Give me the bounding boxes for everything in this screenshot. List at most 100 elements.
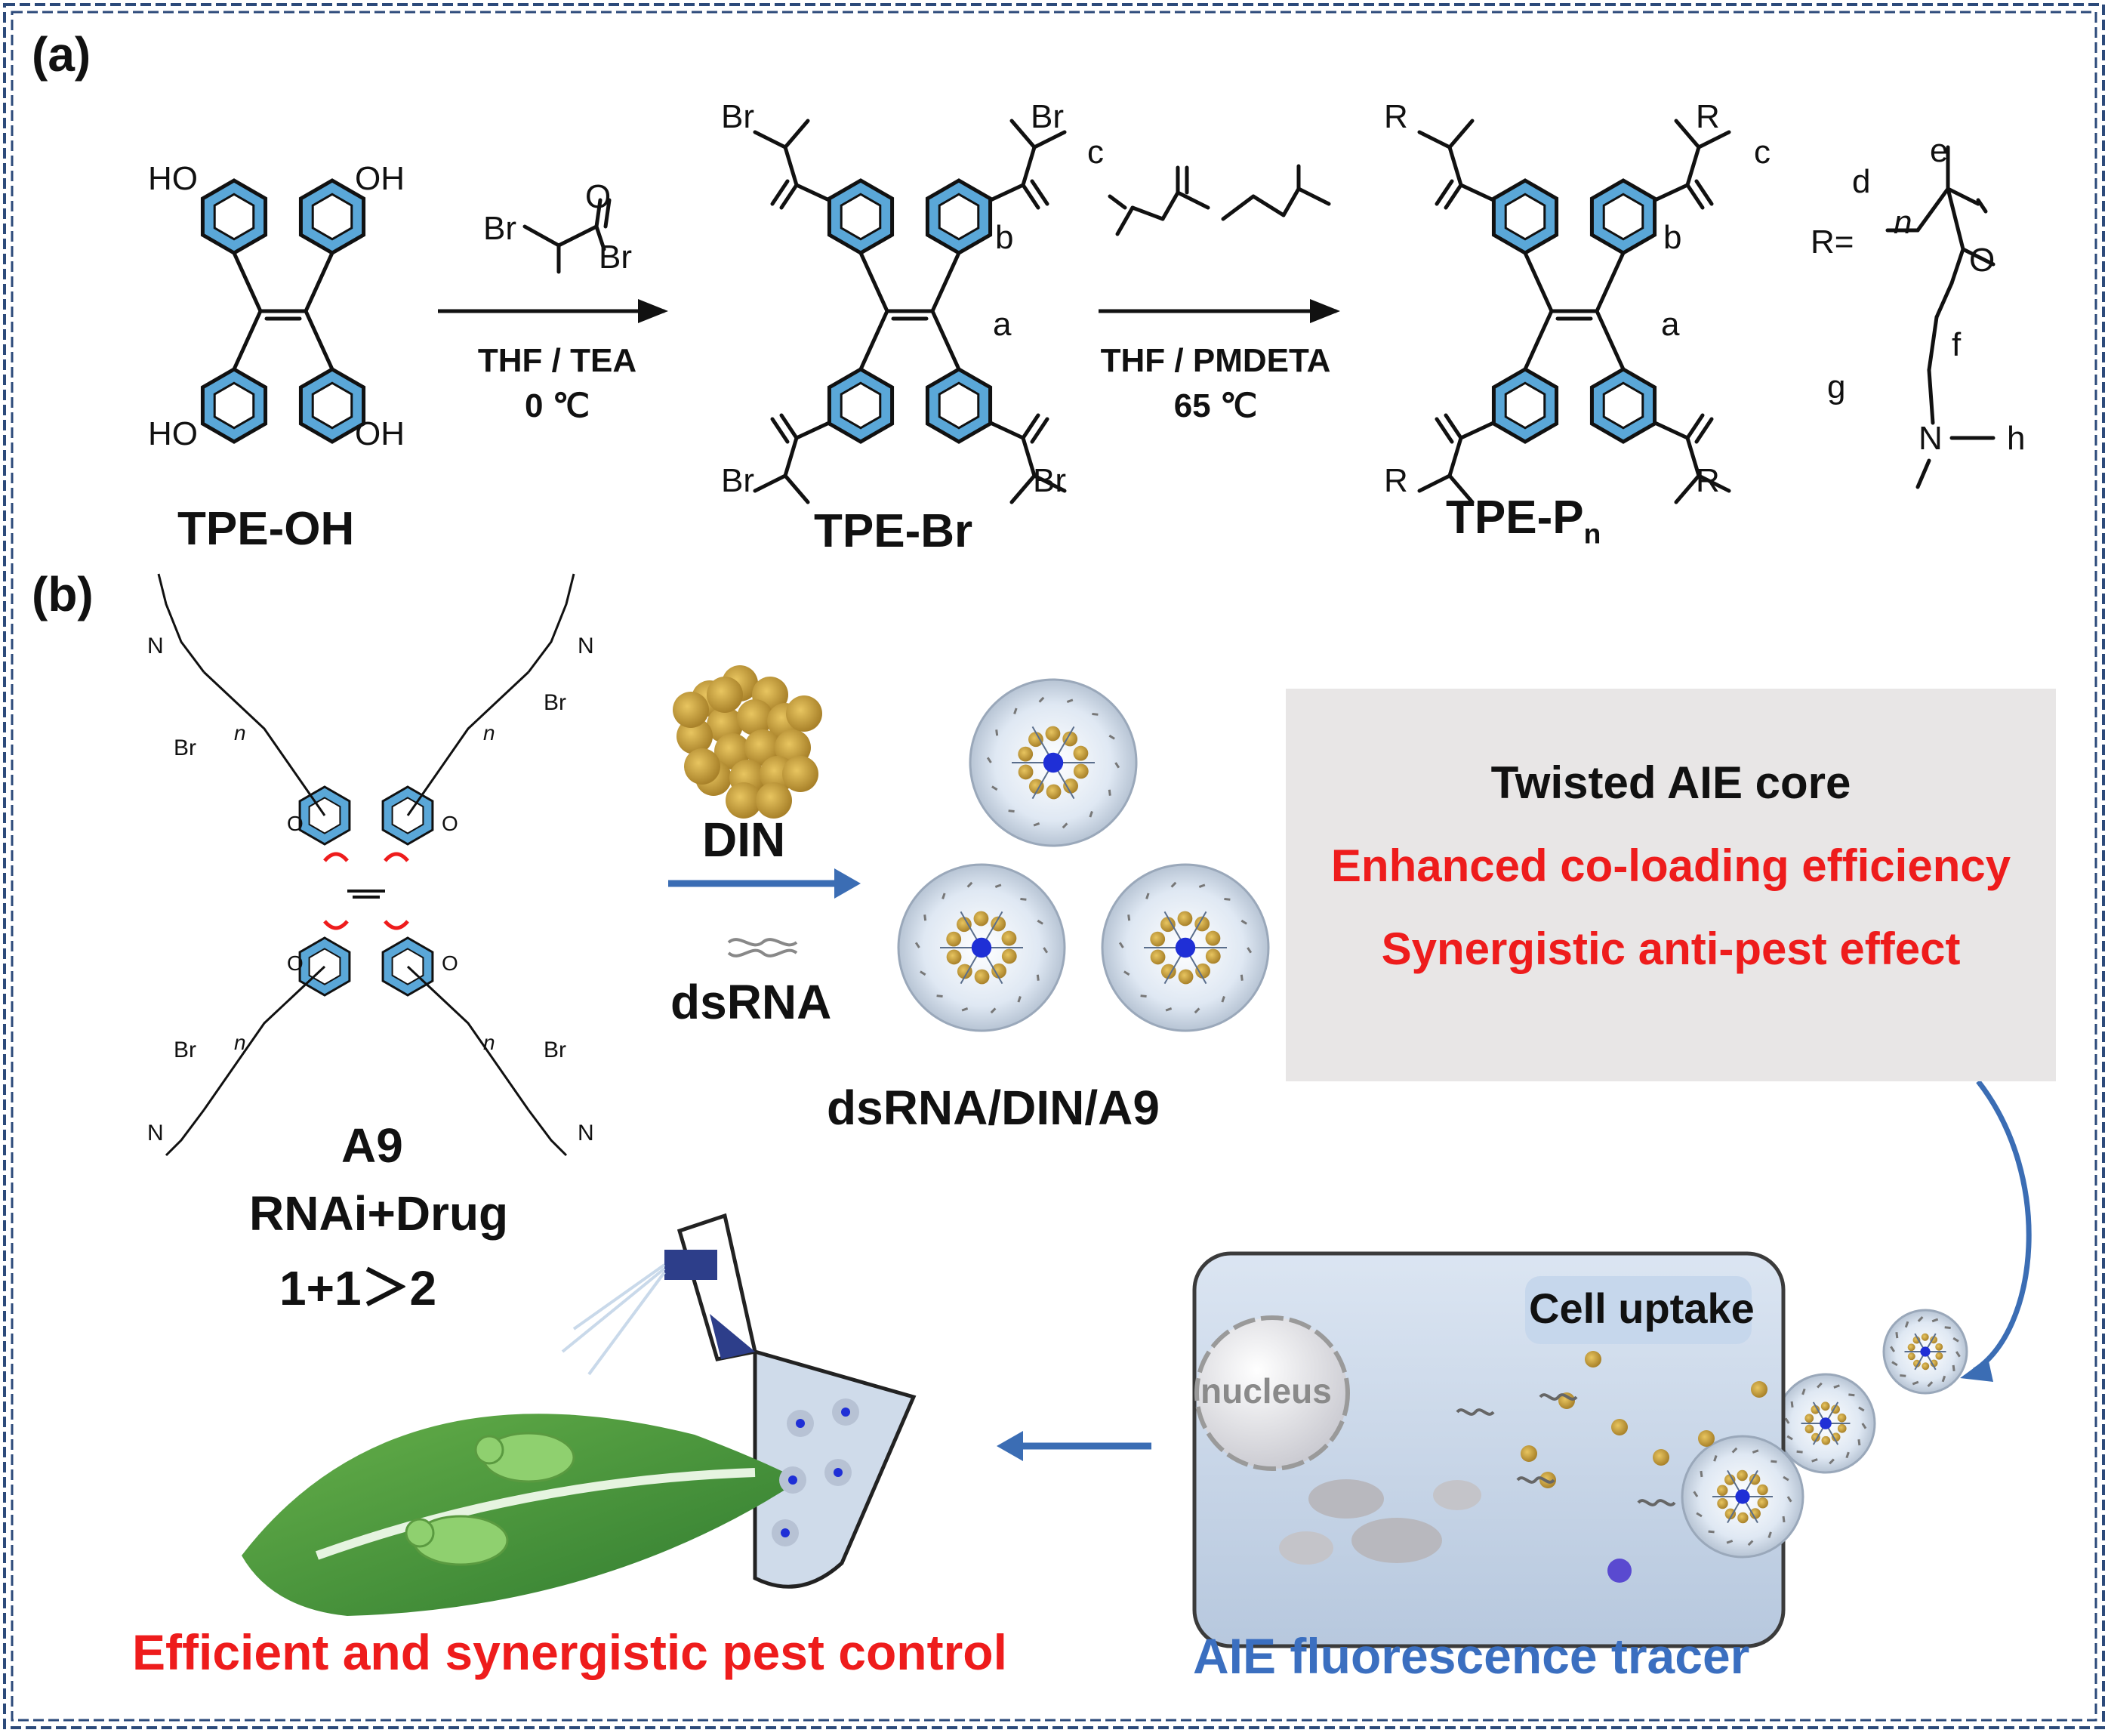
- bond: [1685, 183, 1705, 210]
- side-chain: [157, 573, 205, 673]
- r-definition: R=: [1811, 224, 1854, 261]
- r-def-d: d: [1852, 163, 1871, 200]
- bond: [1221, 194, 1256, 221]
- bond: [1949, 247, 1965, 285]
- dsrna-fragment: [1539, 1393, 1578, 1401]
- position-b: b: [1663, 219, 1682, 256]
- r-def-h: h: [2007, 420, 2026, 457]
- drug-particle: [1653, 1449, 1669, 1466]
- position-c: c: [1087, 134, 1104, 171]
- caption-pest-control: Efficient and synergistic pest control: [132, 1624, 1007, 1680]
- feature-box: Twisted AIE core Enhanced co-loading eff…: [1286, 689, 2056, 1081]
- side-chain: [165, 1109, 205, 1157]
- polymer-arm: [406, 965, 530, 1111]
- reagent1-br2: Br: [599, 239, 632, 276]
- bond: [1653, 183, 1690, 202]
- benzene-ring: [200, 367, 268, 444]
- bond: [304, 251, 334, 313]
- benzene-ring: [1491, 367, 1559, 444]
- bond: [1108, 194, 1127, 210]
- bond: [1927, 315, 1939, 372]
- bond: [556, 224, 599, 248]
- bond: [988, 421, 1025, 440]
- bond: [794, 421, 831, 440]
- bond: [594, 198, 603, 229]
- drug-particle: [1558, 1392, 1575, 1409]
- rotation-arrow: [384, 852, 409, 862]
- bond: [1417, 130, 1452, 150]
- r-def-g: g: [1827, 368, 1846, 405]
- dsrna-icon: [727, 938, 798, 957]
- bond: [1459, 421, 1496, 440]
- bond: [1915, 187, 1950, 233]
- bond: [1130, 205, 1165, 221]
- bond: [1444, 413, 1463, 440]
- a9-br: Br: [174, 735, 196, 760]
- uptake-curve-arrow-head: [1960, 1358, 1993, 1382]
- bond: [779, 413, 799, 440]
- rotation-arrow: [384, 920, 409, 930]
- a9-synergy: 1+1＞2: [279, 1261, 437, 1315]
- position-b: b: [995, 219, 1014, 256]
- position-a: a: [1661, 306, 1680, 343]
- oh-label: HO: [148, 160, 198, 197]
- r-label: R: [1384, 462, 1408, 499]
- reagent1-o: O: [585, 178, 612, 215]
- nanoparticle: [969, 678, 1138, 847]
- side-chain: [527, 1109, 568, 1157]
- r-def-o: O: [1969, 242, 1996, 279]
- nanoparticle: [1101, 863, 1270, 1032]
- a9-o: O: [287, 951, 304, 975]
- spray-mist: [561, 1263, 666, 1376]
- bond: [1685, 145, 1701, 187]
- r-label: R: [1696, 98, 1720, 135]
- a9-n-index: n: [234, 721, 246, 745]
- bond: [1927, 368, 1935, 425]
- compound-tpe-br: TPE-Br: [814, 505, 973, 557]
- a9-br: Br: [174, 1038, 196, 1062]
- benzene-ring: [200, 178, 268, 255]
- bond: [858, 309, 889, 372]
- benzene-ring: [827, 178, 895, 255]
- rotation-arrow: [323, 852, 349, 862]
- step2-temperature: 65 ℃: [1173, 387, 1258, 424]
- din-particle: [786, 695, 822, 732]
- bond: [783, 436, 799, 478]
- bond: [1296, 187, 1331, 206]
- bond: [232, 251, 263, 313]
- a9-br: Br: [544, 690, 566, 715]
- benzene-ring: [1589, 367, 1657, 444]
- bond: [1447, 145, 1463, 187]
- bond: [783, 473, 810, 504]
- benzene-ring: [298, 178, 366, 255]
- panel-label-a: (a): [32, 27, 91, 82]
- din-particle: [676, 718, 713, 754]
- reaction-arrow-2-head: [1310, 299, 1340, 323]
- nanoparticle: [1775, 1373, 1876, 1474]
- bond: [232, 309, 263, 372]
- br-label: Br: [721, 462, 754, 499]
- bond: [1946, 187, 1965, 251]
- din-label: DIN: [702, 812, 786, 867]
- din-particle: [684, 748, 720, 785]
- a9-br: Br: [544, 1038, 566, 1062]
- cell-body: [1192, 1251, 1786, 1648]
- organelle: [1351, 1518, 1442, 1563]
- flask-particle-core: [834, 1468, 843, 1477]
- a9-molecule: [1607, 1559, 1632, 1583]
- bond: [770, 179, 790, 206]
- organelle: [1279, 1531, 1333, 1565]
- bond: [304, 309, 334, 372]
- feature-co-loading: Enhanced co-loading efficiency: [1330, 840, 2011, 891]
- release-arrow-head: [997, 1431, 1023, 1461]
- position-a: a: [993, 306, 1012, 343]
- bond: [1595, 251, 1626, 313]
- inner-frame: [11, 11, 2097, 1722]
- bond: [1934, 281, 1954, 319]
- bond: [1115, 205, 1135, 236]
- bond: [1946, 187, 1980, 206]
- bond: [1417, 473, 1452, 493]
- benzene-ring: [925, 367, 993, 444]
- flask-particle-core: [788, 1475, 797, 1485]
